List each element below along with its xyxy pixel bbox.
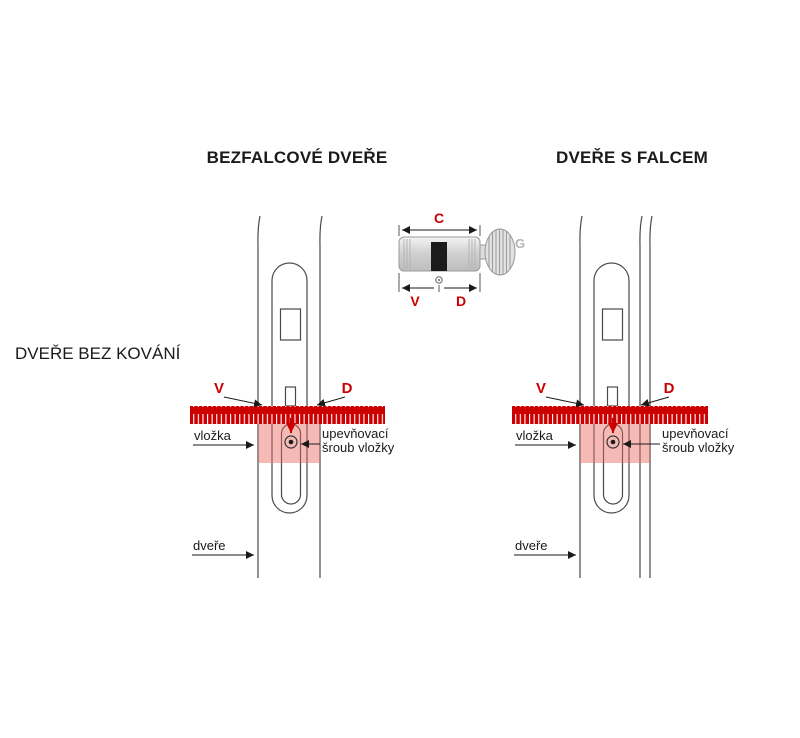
door-section-right [579,215,653,578]
right-screw-label-line1: upevňovací [662,426,729,441]
heading-right: DVEŘE S FALCEM [555,148,709,167]
d-arrow-left [316,396,346,407]
door-section-left [257,215,323,578]
center-screw-hole [435,276,443,284]
d-arrow-right [640,396,670,407]
rebate-edge [649,215,653,578]
ruler-band-right [512,406,708,424]
left-screw-label-line2: šroub vložky [322,440,395,455]
cylinder-notch [284,386,297,407]
cylinder-knurling [403,239,476,269]
dimension-lines [402,226,477,292]
faceplate [593,262,630,514]
right-dim-v: V [535,380,546,397]
cylinder-knob-g: G [515,236,526,251]
faceplate [271,262,308,514]
right-vlozka-label: vložka [516,428,553,443]
door-left-edge [257,215,261,578]
side-label: DVEŘE BEZ KOVÁNÍ [15,344,181,363]
fixing-screw-left [284,435,298,449]
right-door-label: dveře [515,538,548,553]
right-screw-label: upevňovací šroub vložky [662,427,734,455]
fixing-screw-right [606,435,620,449]
latch-opening [601,308,624,341]
dimension-arrows-right [514,396,670,559]
door-right-edge [639,215,643,578]
right-dim-d: D [663,380,675,397]
keyway [431,242,447,271]
left-screw-label: upevňovací šroub vložky [322,427,394,455]
latch-opening [279,308,302,341]
left-dim-d: D [341,380,353,397]
cylinder-dim-d: D [455,293,467,309]
left-dim-v: V [213,380,224,397]
heading-left: BEZFALCOVÉ DVEŘE [206,148,388,167]
cylinder-notch [606,386,619,407]
extension-lines [398,225,481,292]
thumb-knob [479,228,516,276]
v-arrow-right [545,396,585,408]
right-screw-label-line2: šroub vložky [662,440,735,455]
door-right-edge [319,215,323,578]
left-door-label: dveře [193,538,226,553]
v-arrow-left [223,396,263,408]
ruler-band-left [190,406,385,424]
door-left-edge [579,215,583,578]
left-screw-label-line1: upevňovací [322,426,389,441]
cylinder-detail [398,225,516,292]
cylinder-dim-v: V [410,293,420,309]
dimension-arrows-left [192,396,346,559]
left-vlozka-label: vložka [194,428,231,443]
cylinder-dim-c: C [433,210,445,226]
